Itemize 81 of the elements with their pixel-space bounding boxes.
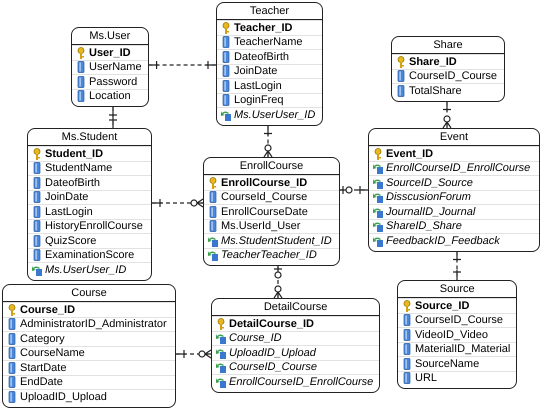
table-name: Share (392, 37, 504, 54)
table-name: Event (369, 129, 539, 146)
entity-table (203, 157, 340, 266)
table-name: Source (398, 281, 516, 298)
column-name: URL (415, 372, 438, 384)
foreign-key-name: ShareID_Share (386, 220, 462, 232)
foreign-key-name: EnrollCourseID_EnrollCourse (386, 162, 530, 174)
column-name: StartDate (20, 362, 66, 374)
foreign-key-name: DisscusionForum (386, 191, 471, 204)
column-name: HistoryEnrollCourse (45, 220, 143, 232)
foreign-key-name: Ms.UserUser_ID (45, 264, 126, 276)
relationship-line (263, 124, 273, 158)
column-name: QuizScore (45, 234, 96, 247)
primary-key-name: Student_ID (45, 148, 104, 160)
column-name: LastLogin (234, 80, 282, 92)
primary-key-name: User_ID (89, 46, 131, 59)
column-name: EnrollCourseDate (221, 206, 308, 218)
column-name: LastLogin (45, 206, 93, 218)
column-name: StudentName (45, 162, 112, 174)
foreign-key-name: SourceID_Source (386, 176, 473, 189)
entity-table (2, 284, 176, 408)
foreign-key-name: UploadID_Upload (229, 346, 316, 359)
primary-key-name: Share_ID (409, 56, 457, 68)
column-name: JoinDate (234, 65, 278, 78)
relationship-line (339, 185, 369, 195)
column-name: AdministratorID_Administrator (20, 318, 167, 330)
entity-table (216, 2, 323, 126)
column-name: EndDate (20, 376, 63, 388)
foreign-key-name: Ms.StudentStudent_ID (221, 234, 332, 247)
relationship-line (452, 250, 462, 281)
primary-key-name: EnrollCourse_ID (221, 176, 308, 189)
relationship-line (108, 106, 118, 129)
table-name: Course (3, 285, 175, 302)
column-name: Category (20, 332, 65, 345)
entity-table (368, 128, 540, 252)
column-name: CourseName (20, 347, 85, 360)
table-name: Teacher (217, 3, 322, 20)
foreign-key-name: Course_ID (229, 332, 282, 344)
entity-table (397, 280, 518, 389)
entity-table (27, 128, 152, 280)
entity-table (211, 298, 380, 392)
table-name: Ms.User (72, 28, 148, 45)
column-name: TeacherName (234, 36, 302, 48)
column-name: SourceName (415, 358, 480, 370)
foreign-key-name: Ms.UserUser_ID (234, 108, 316, 121)
column-name: TotalShare (409, 84, 462, 97)
primary-key-name: DetailCourse_ID (229, 318, 314, 330)
column-name: CourseId_Course (221, 191, 308, 204)
column-name: CourseID_Course (409, 70, 498, 82)
column-name: DateofBirth (234, 50, 290, 63)
column-name: MaterialID_Material (415, 343, 510, 356)
column-name: UploadID_Upload (20, 390, 107, 403)
column-name: LoginFreq (234, 94, 284, 106)
column-name: UserName (89, 61, 142, 74)
column-name: DateofBirth (45, 176, 100, 189)
column-name: VideoID_Video (415, 328, 488, 341)
column-name: Ms.UserId_User (221, 220, 300, 232)
relationship-line (151, 198, 204, 208)
primary-key-name: Teacher_ID (234, 22, 292, 34)
primary-key-name: Source_ID (415, 300, 470, 312)
column-name: Password (89, 76, 138, 88)
foreign-key-name: JournalID_Journal (386, 206, 476, 218)
foreign-key-name: CourseID_Course (229, 361, 318, 374)
column-name: CourseID_Course (415, 314, 504, 326)
foreign-key-name: EnrollCourseID_EnrollCourse (229, 376, 374, 388)
table-name: EnrollCourse (204, 158, 339, 175)
primary-key-name: Event_ID (386, 148, 434, 160)
column-name: ExaminationScore (45, 249, 134, 262)
primary-key-name: Course_ID (20, 304, 76, 316)
column-name: JoinDate (45, 191, 88, 204)
entity-table (71, 27, 149, 107)
relationship-line (273, 265, 283, 299)
foreign-key-name: FeedbackID_Feedback (386, 234, 500, 247)
column-name: Location (89, 90, 131, 102)
table-name: DetailCourse (212, 299, 380, 316)
relationship-line (175, 349, 212, 359)
table-name: Ms.Student (28, 129, 151, 146)
relationship-line (442, 100, 452, 129)
entity-table (391, 36, 505, 102)
relationship-line (148, 60, 217, 70)
foreign-key-name: TeacherTeacher_ID (221, 249, 317, 262)
